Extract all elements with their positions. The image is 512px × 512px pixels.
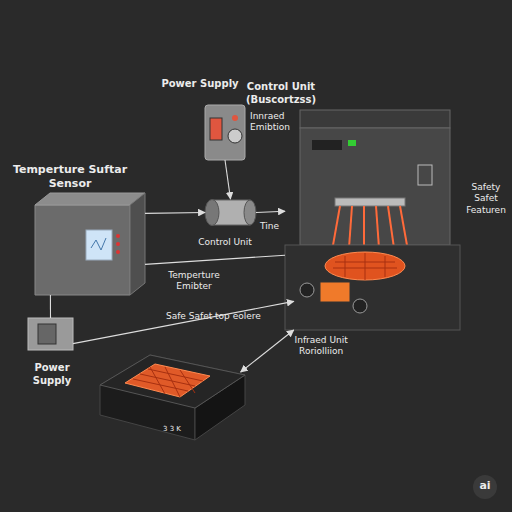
component-node: Temperture Suftar Sensor xyxy=(35,193,145,295)
connector-line xyxy=(145,255,285,264)
oven-base xyxy=(285,245,460,330)
connector-line xyxy=(256,211,285,212)
infrared-oven xyxy=(285,110,460,330)
power-body xyxy=(28,318,73,350)
part-label: Power Supply xyxy=(160,78,240,91)
screen-graph xyxy=(91,238,106,250)
infrared-unit xyxy=(100,355,245,440)
heating-pad xyxy=(125,364,210,397)
part-label: Control Unit xyxy=(193,237,257,248)
part-label: 3 3 K xyxy=(152,425,192,434)
control-body xyxy=(205,105,245,160)
indicator-led xyxy=(116,250,120,254)
component-node: 3 3 K xyxy=(100,355,245,440)
oven-display xyxy=(312,140,342,150)
connector-label: Temperture Emibter xyxy=(158,270,230,293)
control-device xyxy=(205,105,245,160)
cylinder-component xyxy=(205,200,256,226)
power-supply-unit xyxy=(28,318,73,350)
heading-label: Safety Safet Featuren xyxy=(462,182,510,216)
unit-base xyxy=(100,355,245,440)
heading-label: Temperture Suftar Sensor xyxy=(10,163,130,191)
component-node: Control Unit (Buscortzss)Innraed Emibtio… xyxy=(205,105,245,160)
unit-top xyxy=(100,355,245,408)
connector-line xyxy=(50,295,51,318)
component-node: Safety Safet Featuren xyxy=(285,110,460,330)
oven-body xyxy=(300,128,450,245)
heating-plate xyxy=(325,252,405,280)
control-panel xyxy=(210,118,222,140)
watermark-badge xyxy=(473,475,497,499)
watermark: ai xyxy=(476,479,494,493)
connector-label: Safe Safet top eolere xyxy=(165,311,261,322)
connector-line xyxy=(73,301,294,343)
component-node: Power Supply xyxy=(28,318,73,350)
part-label: Tine xyxy=(260,221,290,232)
status-light xyxy=(348,140,356,146)
connector-line xyxy=(145,212,205,214)
knob xyxy=(353,299,367,313)
control-dial xyxy=(228,129,242,143)
oven-top xyxy=(300,110,450,128)
orange-display xyxy=(320,282,350,302)
indicator-led xyxy=(116,242,120,246)
component-node: Control UnitTine xyxy=(205,199,256,226)
cylinder-end xyxy=(244,200,256,225)
safety-icon xyxy=(418,165,432,185)
knob xyxy=(300,283,314,297)
heater-element xyxy=(335,198,405,206)
sensor-unit xyxy=(35,193,145,295)
indicator-led xyxy=(232,115,238,121)
part-label: Power Supply xyxy=(16,362,88,387)
sensor-screen xyxy=(86,230,112,260)
gear-end xyxy=(205,200,219,226)
sensor-top xyxy=(35,193,145,205)
pad-grid xyxy=(133,367,203,397)
connector-line xyxy=(225,160,231,199)
power-outlet xyxy=(38,324,56,344)
part-label: Innraed Emibtion xyxy=(250,111,306,134)
indicator-led xyxy=(116,234,120,238)
connector-line xyxy=(241,330,294,372)
plate-grid xyxy=(333,253,397,280)
sensor-front xyxy=(35,205,130,295)
sensor-side xyxy=(130,193,145,295)
heading-label: Control Unit (Buscortzss) xyxy=(243,81,319,106)
connector-label: Infraed Unit Roriolliion xyxy=(281,335,361,358)
